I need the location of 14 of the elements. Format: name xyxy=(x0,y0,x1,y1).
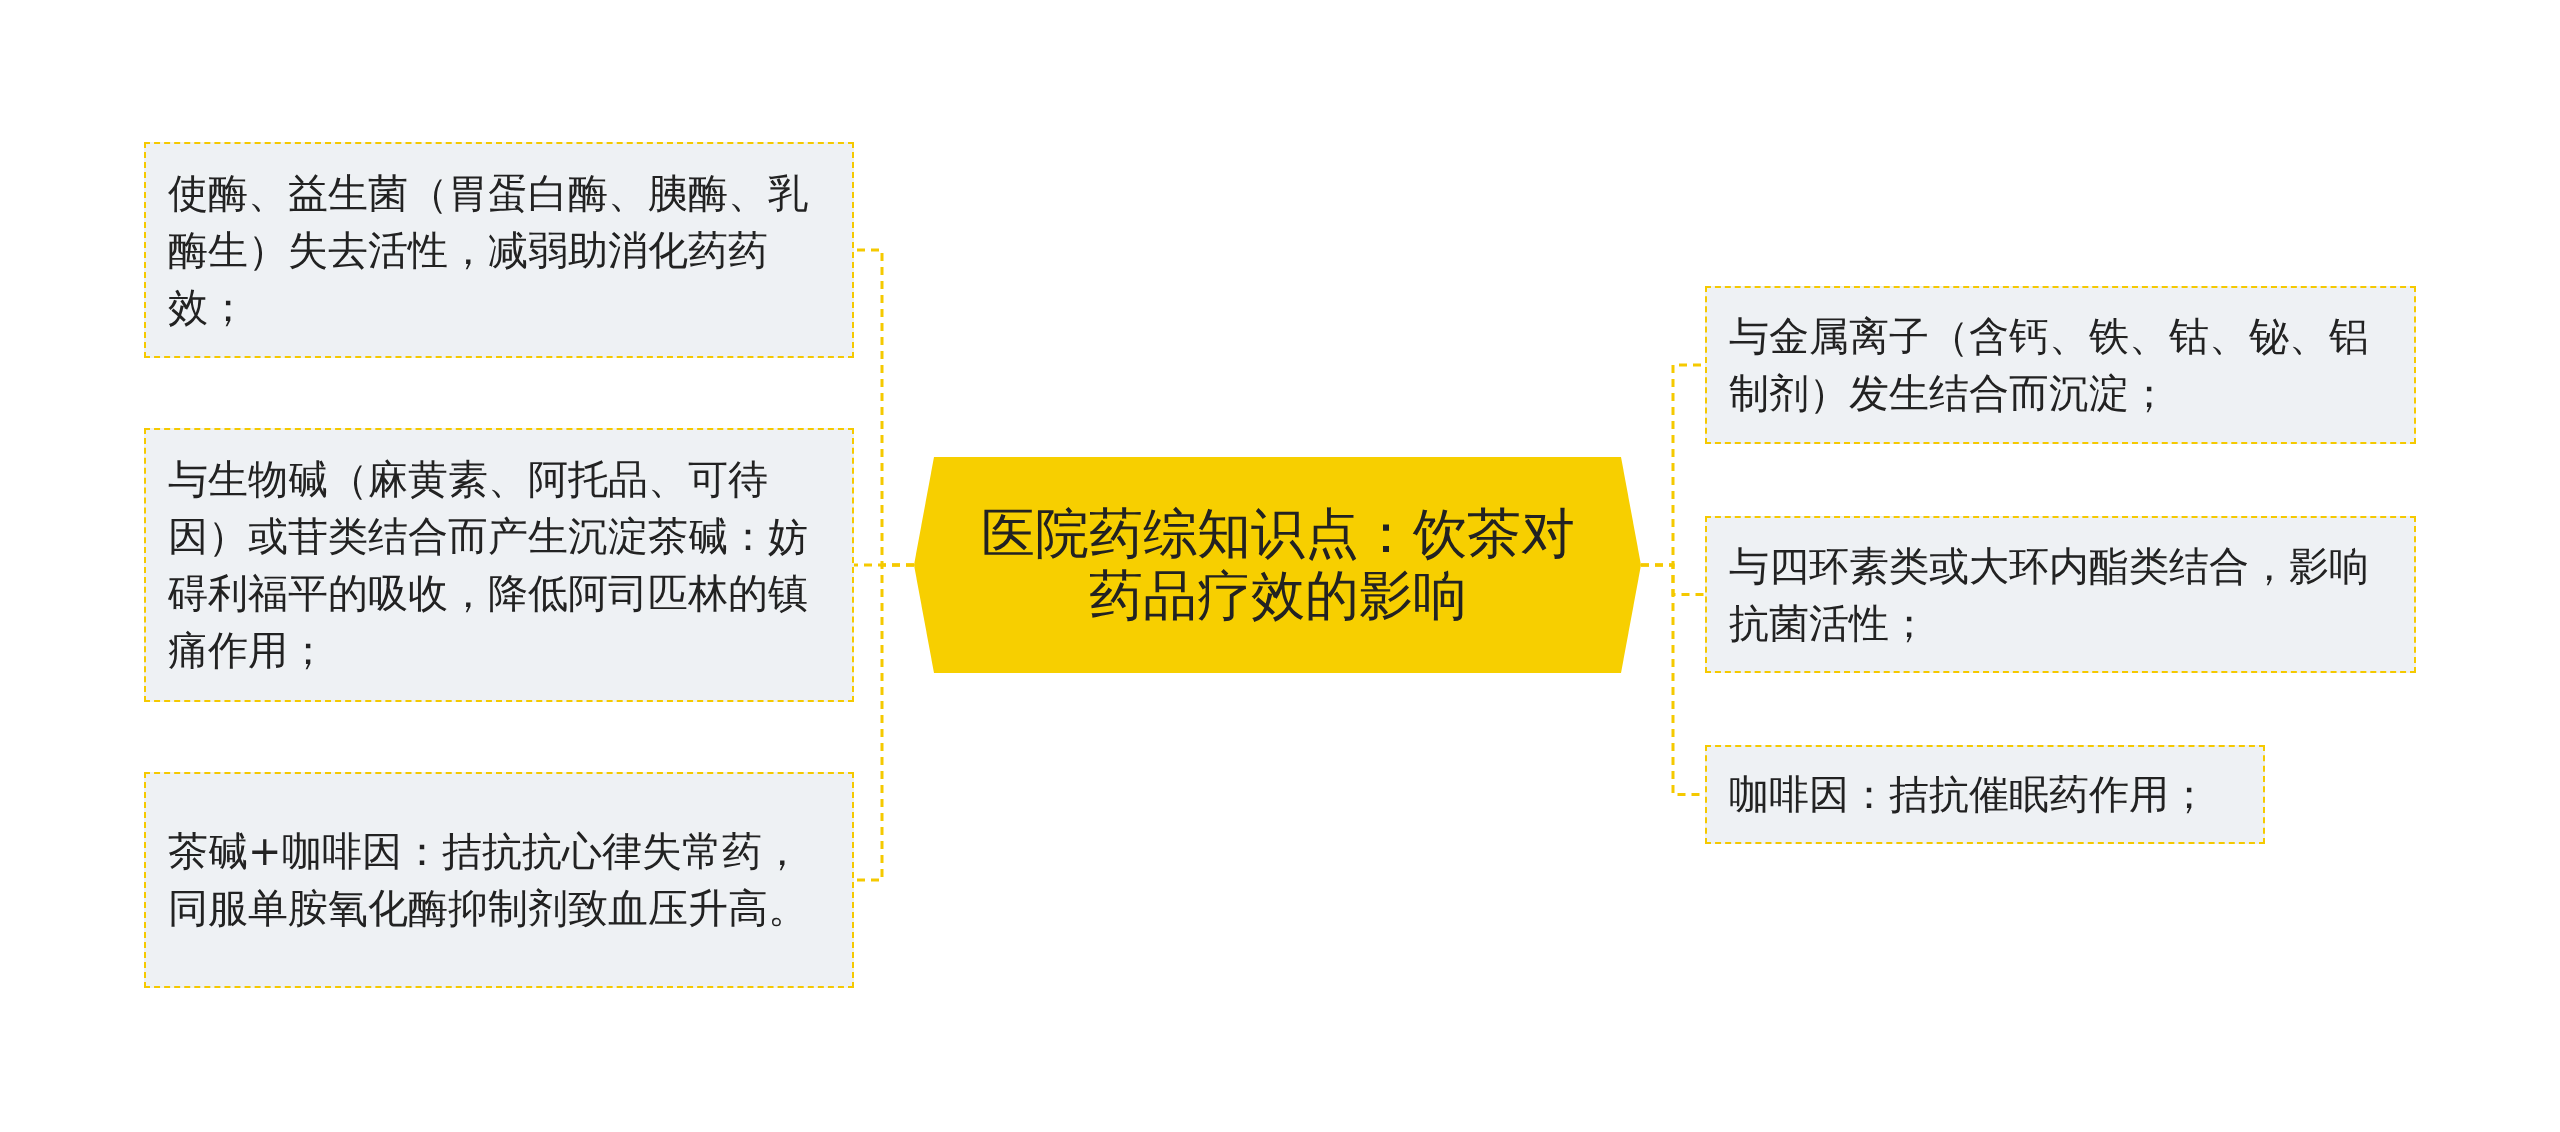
topic-text: 茶碱+咖啡因：拮抗抗心律失常药，同服单胺氧化酶抑制剂致血压升高。 xyxy=(168,827,809,933)
topic-box xyxy=(144,428,854,702)
topic-box xyxy=(144,772,854,988)
topic-box xyxy=(1705,745,2265,844)
topic-box xyxy=(144,142,854,358)
topic-text: 与金属离子（含钙、铁、钴、铋、铝制剂）发生结合而沉淀； xyxy=(1729,312,2370,418)
topic-text: 咖啡因：拮抗催眠药作用； xyxy=(1729,770,2209,819)
topic-box xyxy=(1705,516,2416,673)
main-topic-text: 医院药综知识点：饮茶对药品疗效的影响 xyxy=(979,503,1576,627)
topic-text: 与生物碱（麻黄素、阿托品、可待因）或苷类结合而产生沉淀茶碱：妨碍利福平的吸收，降低阿司匹林的镇痛作用； xyxy=(168,455,809,675)
topic-text: 使酶、益生菌（胃蛋白酶、胰酶、乳酶生）失去活性，减弱助消化药药效； xyxy=(168,168,809,332)
topic-box xyxy=(1705,286,2416,444)
connector-line xyxy=(854,563,914,882)
topic-text: 与四环素类或大环内酯类结合，影响抗菌活性； xyxy=(1729,541,2370,648)
